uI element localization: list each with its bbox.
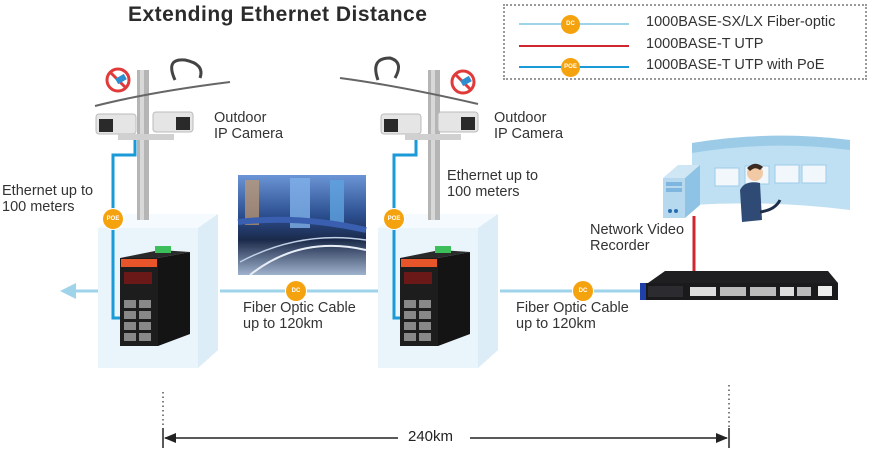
light-pole-right: [339, 56, 479, 220]
operator-icon: [740, 163, 782, 222]
camera-icon: [437, 111, 479, 133]
utp-line-swatch: [519, 45, 629, 47]
dc-badge-icon: DC: [561, 15, 580, 34]
nvr-server-icon: [663, 165, 700, 218]
no-power-icon: [450, 69, 476, 95]
arrow-left-icon: [60, 283, 76, 299]
poe-badge-icon: POE: [103, 209, 123, 229]
legend-item-utp: 1000BASE-T UTP: [505, 36, 865, 56]
camera-icon: [152, 111, 194, 133]
camera-icon: [95, 113, 137, 135]
distance-dimension: [162, 385, 730, 448]
arrow-right-icon: [716, 433, 728, 443]
ethernet-label-right: Ethernet up to 100 meters: [447, 168, 539, 200]
light-pole-left: [94, 58, 231, 220]
city-highway-photo: [237, 175, 367, 276]
arrow-left-icon: [164, 433, 176, 443]
poe-badge-icon: POE: [384, 209, 404, 229]
poe-cable-right: [392, 140, 418, 320]
monitoring-center-illustration: [663, 135, 850, 222]
legend-item-fiber: DC 1000BASE-SX/LX Fiber-optic: [505, 14, 865, 34]
core-switch: [640, 271, 838, 300]
industrial-switch-right: [400, 246, 470, 346]
poe-cable-left: [111, 140, 137, 320]
camera-icon: [380, 113, 422, 135]
legend-label: 1000BASE-SX/LX Fiber-optic: [646, 14, 836, 30]
fiber-link-left: [60, 283, 98, 299]
industrial-switch-left: [120, 246, 190, 346]
legend: DC 1000BASE-SX/LX Fiber-optic 1000BASE-T…: [503, 4, 867, 80]
fiber-label-left: Fiber Optic Cable up to 120km: [243, 300, 356, 332]
diagram-title: Extending Ethernet Distance: [128, 3, 428, 26]
fiber-label-right: Fiber Optic Cable up to 120km: [516, 300, 629, 332]
camera-label-left: Outdoor IP Camera: [214, 110, 284, 142]
poe-badge-icon: POE: [561, 58, 580, 77]
legend-item-poe: POE 1000BASE-T UTP with PoE: [505, 57, 865, 77]
dc-badge-icon: DC: [573, 281, 593, 301]
distance-label: 240km: [408, 428, 454, 445]
legend-label: 1000BASE-T UTP: [646, 36, 764, 52]
no-power-icon: [105, 67, 131, 93]
camera-label-right: Outdoor IP Camera: [494, 110, 564, 142]
dc-badge-icon: DC: [286, 281, 306, 301]
nvr-label: Network Video Recorder: [590, 222, 685, 254]
ethernet-label-left: Ethernet up to 100 meters: [2, 183, 94, 215]
legend-label: 1000BASE-T UTP with PoE: [646, 57, 825, 73]
